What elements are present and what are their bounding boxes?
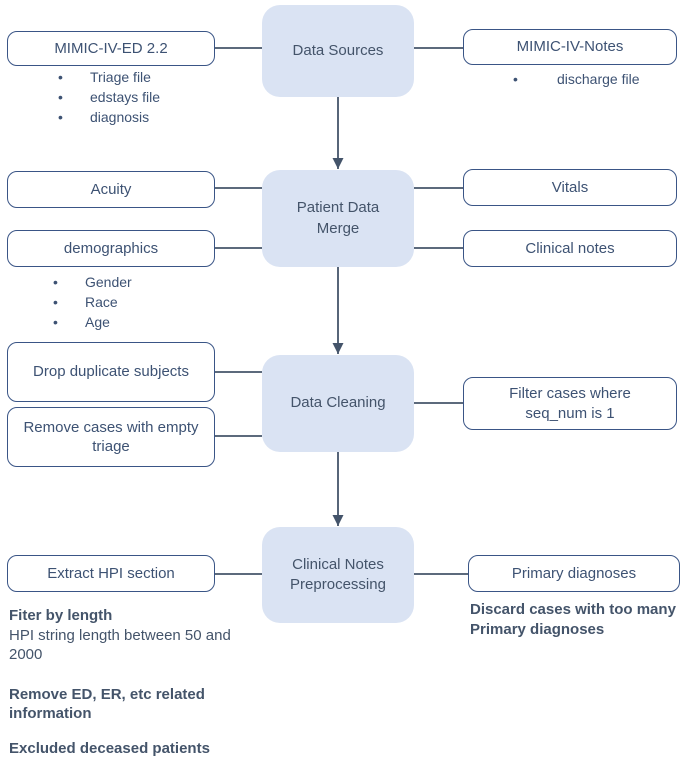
stage-data-cleaning: Data Cleaning [262, 355, 414, 452]
box-drop-duplicate-subjects: Drop duplicate subjects [7, 342, 215, 402]
diagnoses-annotations: Discard cases with too many Primary diag… [470, 600, 685, 639]
bullet-item: Age [53, 312, 132, 332]
box-label: MIMIC-IV-ED 2.2 [54, 39, 168, 57]
box-demographics: demographics [7, 230, 215, 267]
bullet-item: Race [53, 292, 132, 312]
bullet-item: Triage file [58, 67, 160, 87]
box-label: MIMIC-IV-Notes [516, 38, 624, 56]
box-acuity: Acuity [7, 171, 215, 208]
box-clinical-notes: Clinical notes [463, 230, 677, 267]
box-label: demographics [63, 239, 159, 257]
box-label: Clinical notes [525, 239, 615, 257]
annotation-excluded-patients: Excluded deceased patients [9, 739, 210, 757]
stage-patient-data-merge: Patient Data Merge [262, 170, 414, 267]
bullet-list-ed-files: Triage file edstays file diagnosis [58, 67, 160, 127]
box-label: Primary diagnoses [511, 564, 637, 582]
stage-label: Clinical Notes Preprocessing [290, 555, 386, 593]
bullet-item: diagnosis [58, 107, 160, 127]
box-mimic-iv-notes: MIMIC-IV-Notes [463, 29, 677, 65]
bullet-list-notes-files: discharge file [513, 69, 640, 89]
box-label: Remove cases with empty triage [23, 418, 199, 456]
box-vitals: Vitals [463, 169, 677, 206]
bullet-item: edstays file [58, 87, 160, 107]
annotation-discard-cases: Discard cases with too many Primary diag… [470, 601, 676, 638]
box-filter-seq-num: Filter cases where seq_num is 1 [463, 377, 677, 430]
stage-clinical-notes-preprocessing: Clinical Notes Preprocessing [262, 527, 414, 623]
annotation-filter-title: Fiter by length [9, 607, 113, 624]
bullet-list-demographics: Gender Race Age [53, 272, 132, 332]
box-label: Acuity [90, 180, 132, 198]
box-label: Drop duplicate subjects [33, 363, 189, 381]
box-mimic-iv-ed: MIMIC-IV-ED 2.2 [7, 31, 215, 66]
box-remove-empty-triage: Remove cases with empty triage [7, 407, 215, 467]
stage-label: Data Sources [292, 41, 384, 59]
hpi-annotations: Fiter by length HPI string length betwee… [9, 606, 239, 758]
stage-data-sources: Data Sources [262, 5, 414, 97]
bullet-item: discharge file [513, 69, 640, 89]
annotation-filter-detail: HPI string length between 50 and 2000 [9, 626, 231, 664]
stage-label: Patient Data Merge [296, 199, 380, 237]
box-primary-diagnoses: Primary diagnoses [468, 555, 680, 592]
box-label: Filter cases where seq_num is 1 [509, 385, 631, 422]
box-label: Vitals [551, 178, 589, 196]
box-extract-hpi-section: Extract HPI section [7, 555, 215, 592]
box-label: Extract HPI section [47, 564, 175, 582]
bullet-item: Gender [53, 272, 132, 292]
stage-label: Data Cleaning [290, 394, 386, 412]
annotation-remove-info: Remove ED, ER, etc related information [9, 685, 205, 723]
